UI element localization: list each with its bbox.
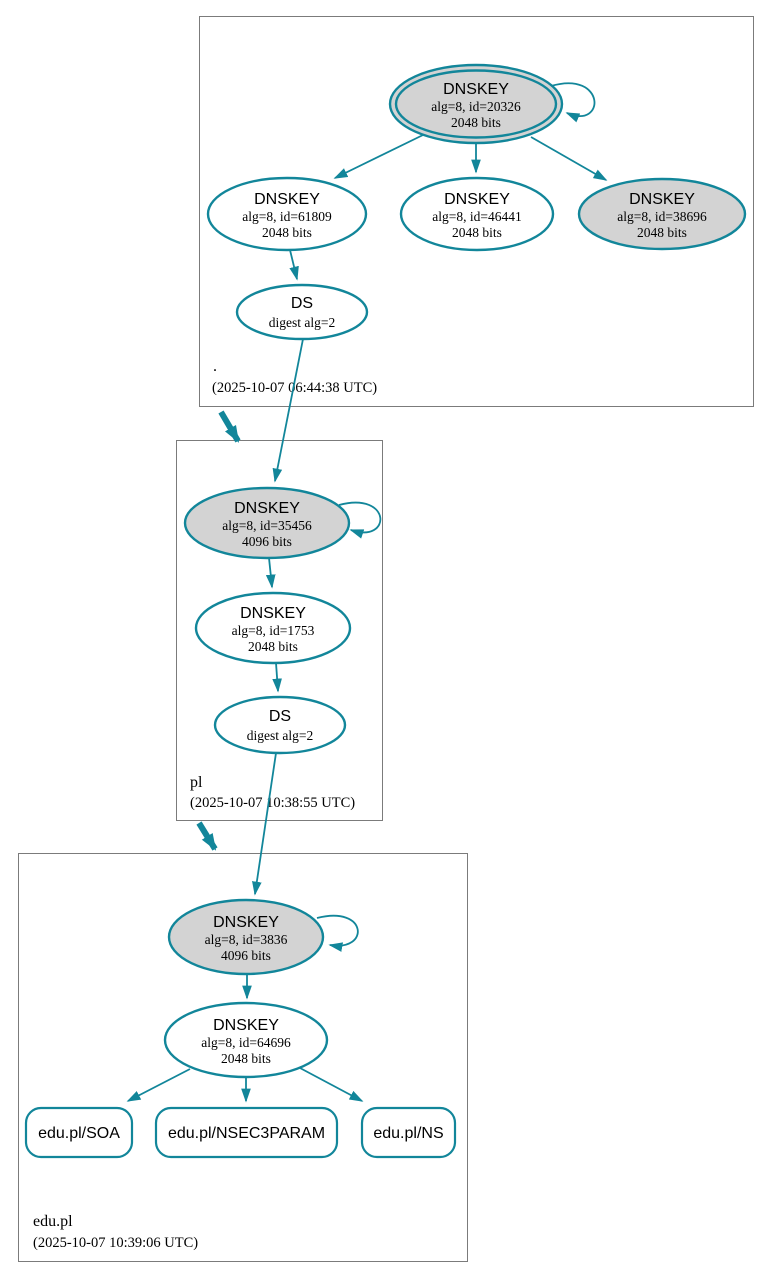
rrset-edupl-nsec3param-label: edu.pl/NSEC3PARAM bbox=[168, 1125, 325, 1142]
node-dnskey-1753-detail1: alg=8, id=1753 bbox=[232, 623, 315, 638]
node-dnskey-64696-title: DNSKEY bbox=[213, 1017, 279, 1034]
node-dnskey-61809-title: DNSKEY bbox=[254, 191, 320, 208]
node-ds-pl[interactable]: DS digest alg=2 bbox=[213, 695, 347, 755]
rrset-edupl-ns-label: edu.pl/NS bbox=[373, 1125, 443, 1142]
edge-dnskey35456-selfloop bbox=[338, 501, 382, 539]
node-dnskey-46441-ellipse bbox=[399, 176, 555, 252]
rrset-edupl-soa-label: edu.pl/SOA bbox=[38, 1125, 120, 1142]
zone-label-root: . bbox=[213, 358, 217, 375]
node-ds-root-title: DS bbox=[291, 295, 313, 312]
rrset-edupl-soa[interactable]: edu.pl/SOA bbox=[24, 1106, 134, 1159]
node-dnskey-64696-ellipse bbox=[163, 1001, 329, 1079]
rrset-edupl-nsec3param-rect bbox=[154, 1106, 339, 1159]
zone-timestamp-root: (2025-10-07 06:44:38 UTC) bbox=[212, 380, 377, 396]
node-dnskey-61809[interactable]: DNSKEY alg=8, id=61809 2048 bits bbox=[206, 176, 368, 252]
node-ds-pl-ellipse bbox=[213, 695, 347, 755]
node-ds-root-ellipse bbox=[235, 283, 369, 341]
node-dnskey-20326-title: DNSKEY bbox=[443, 81, 509, 98]
rrset-edupl-soa-rect bbox=[24, 1106, 134, 1159]
node-ds-pl-detail: digest alg=2 bbox=[247, 728, 313, 743]
node-dnskey-20326-detail1: alg=8, id=20326 bbox=[431, 99, 521, 114]
node-dnskey-1753[interactable]: DNSKEY alg=8, id=1753 2048 bits bbox=[194, 591, 352, 665]
node-dnskey-20326-inner-ellipse bbox=[394, 69, 558, 139]
edge-dnskey20326-to-dnskey61809 bbox=[333, 134, 424, 179]
node-dnskey-35456-detail1: alg=8, id=35456 bbox=[222, 518, 312, 533]
edge-dnskey35456-to-dnskey1753 bbox=[265, 557, 276, 589]
edge-dnskey64696-to-ns bbox=[299, 1067, 364, 1102]
zone-label-pl: pl bbox=[190, 774, 203, 791]
node-dnskey-38696[interactable]: DNSKEY alg=8, id=38696 2048 bits bbox=[577, 177, 747, 251]
node-dnskey-35456[interactable]: DNSKEY alg=8, id=35456 4096 bits bbox=[183, 486, 351, 560]
node-dnskey-20326[interactable]: DNSKEY alg=8, id=20326 2048 bits bbox=[388, 63, 564, 145]
node-dnskey-61809-ellipse bbox=[206, 176, 368, 252]
node-dnskey-64696[interactable]: DNSKEY alg=8, id=64696 2048 bits bbox=[163, 1001, 329, 1079]
node-ds-pl-title: DS bbox=[269, 708, 291, 725]
node-dnskey-38696-detail2: 2048 bits bbox=[637, 225, 687, 240]
node-dnskey-35456-detail2: 4096 bits bbox=[242, 534, 292, 549]
edge-dnskey64696-to-soa bbox=[126, 1068, 191, 1102]
node-dnskey-46441-detail2: 2048 bits bbox=[452, 225, 502, 240]
node-dnskey-35456-title: DNSKEY bbox=[234, 500, 300, 517]
node-dnskey-38696-title: DNSKEY bbox=[629, 191, 695, 208]
edge-dnskey20326-selfloop bbox=[550, 82, 596, 123]
node-dnskey-1753-detail2: 2048 bits bbox=[248, 639, 298, 654]
arrow-zone-root-to-pl bbox=[218, 410, 241, 443]
edge-dnskey20326-to-dnskey38696 bbox=[530, 136, 608, 181]
node-ds-root[interactable]: DS digest alg=2 bbox=[235, 283, 369, 341]
rrset-edupl-ns-rect bbox=[360, 1106, 457, 1159]
edge-ds-root-to-dnskey35456 bbox=[272, 338, 304, 483]
node-dnskey-3836-detail1: alg=8, id=3836 bbox=[205, 932, 288, 947]
node-dnskey-61809-detail1: alg=8, id=61809 bbox=[242, 209, 332, 224]
node-dnskey-46441[interactable]: DNSKEY alg=8, id=46441 2048 bits bbox=[399, 176, 555, 252]
node-dnskey-46441-detail1: alg=8, id=46441 bbox=[432, 209, 521, 224]
rrset-edupl-nsec3param[interactable]: edu.pl/NSEC3PARAM bbox=[154, 1106, 339, 1159]
edge-dnskey1753-to-ds-pl bbox=[272, 662, 282, 693]
node-dnskey-35456-ellipse bbox=[183, 486, 351, 560]
node-dnskey-1753-ellipse bbox=[194, 591, 352, 665]
node-dnskey-1753-title: DNSKEY bbox=[240, 605, 306, 622]
node-dnskey-3836-detail2: 4096 bits bbox=[221, 948, 271, 963]
node-dnskey-3836-ellipse bbox=[167, 898, 325, 976]
node-dnskey-3836[interactable]: DNSKEY alg=8, id=3836 4096 bits bbox=[167, 898, 325, 976]
edge-dnskey61809-to-ds-root bbox=[289, 249, 299, 281]
zone-label-edupl: edu.pl bbox=[33, 1213, 73, 1230]
edge-dnskey3836-selfloop bbox=[316, 915, 359, 952]
zone-timestamp-pl: (2025-10-07 10:38:55 UTC) bbox=[190, 795, 355, 811]
node-dnskey-20326-detail2: 2048 bits bbox=[451, 115, 501, 130]
node-dnskey-38696-ellipse bbox=[577, 177, 747, 251]
node-dnskey-38696-detail1: alg=8, id=38696 bbox=[617, 209, 707, 224]
node-dnskey-3836-title: DNSKEY bbox=[213, 914, 279, 931]
zone-timestamp-edupl: (2025-10-07 10:39:06 UTC) bbox=[33, 1235, 198, 1251]
node-dnskey-64696-detail2: 2048 bits bbox=[221, 1051, 271, 1066]
node-dnskey-61809-detail2: 2048 bits bbox=[262, 225, 312, 240]
node-dnskey-64696-detail1: alg=8, id=64696 bbox=[201, 1035, 291, 1050]
node-ds-root-detail: digest alg=2 bbox=[269, 315, 335, 330]
node-dnskey-46441-title: DNSKEY bbox=[444, 191, 510, 208]
arrow-zone-pl-to-edupl bbox=[196, 821, 218, 851]
edge-ds-pl-to-dnskey3836 bbox=[252, 752, 277, 896]
rrset-edupl-ns[interactable]: edu.pl/NS bbox=[360, 1106, 457, 1159]
